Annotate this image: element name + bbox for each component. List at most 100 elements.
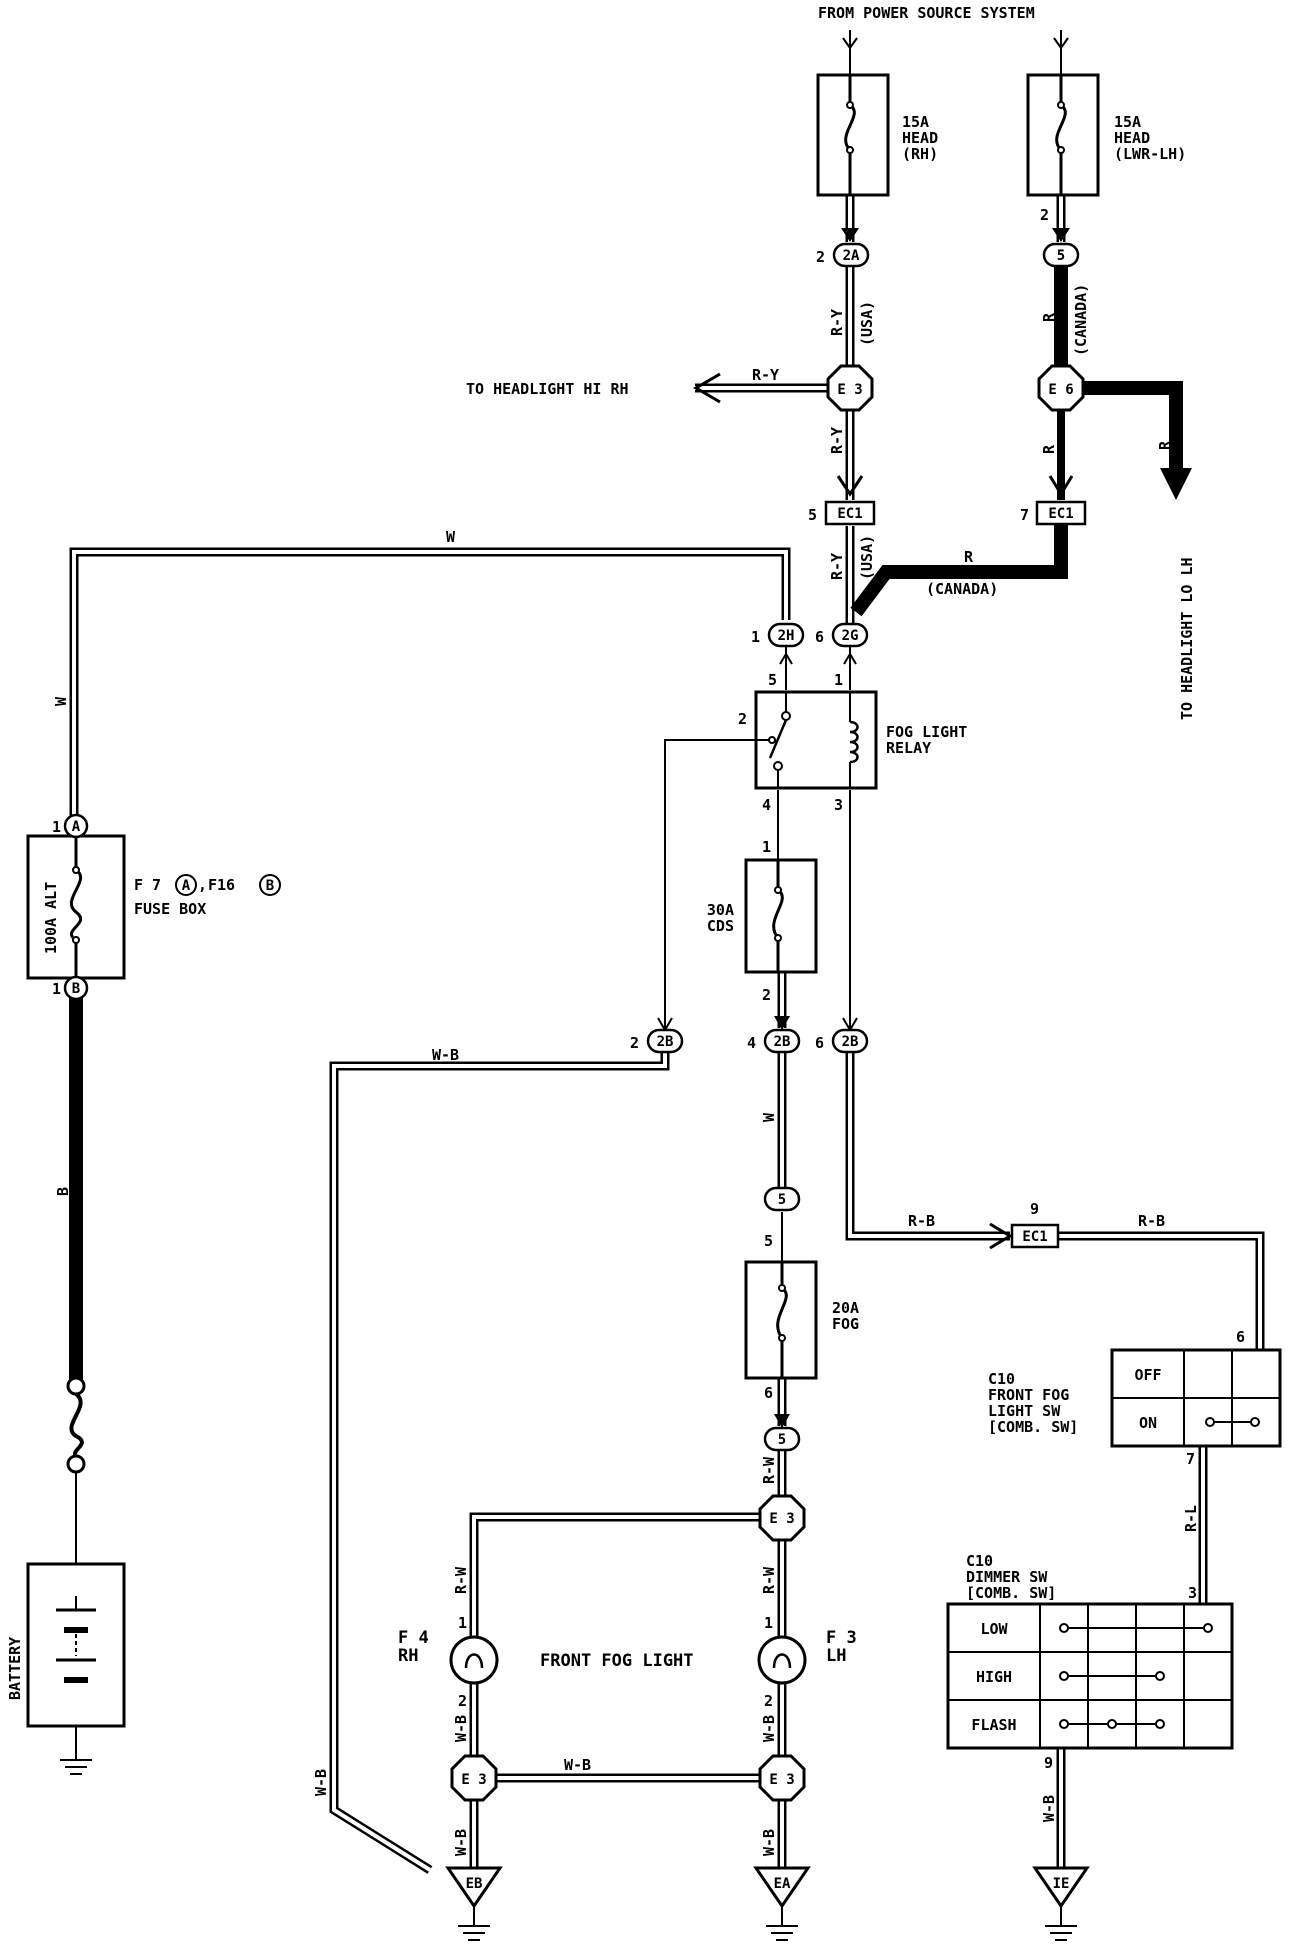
- pin-label: 5: [764, 1232, 773, 1250]
- svg-text:2G: 2G: [842, 628, 859, 644]
- wire-ry: R-Y: [752, 366, 779, 384]
- fuse-100a-alt: 100A ALT: [26, 834, 126, 980]
- wire-wb: W-B: [760, 1829, 778, 1856]
- svg-text:EB: EB: [466, 1876, 483, 1892]
- pin-label: 3: [834, 796, 843, 814]
- wire-rl: R-L: [1182, 1505, 1200, 1532]
- fog-light-lh: F 3 LH: [757, 1628, 857, 1685]
- ground-ie: IE: [1032, 1866, 1090, 1941]
- pin-label: 6: [764, 1384, 773, 1402]
- fuse-name: CDS: [707, 917, 734, 935]
- svg-text:2B: 2B: [657, 1034, 674, 1050]
- wire-r: R: [1040, 312, 1058, 322]
- wire-rw: R-W: [452, 1566, 470, 1594]
- fog-light-relay: FOG LIGHT RELAY: [754, 690, 967, 790]
- wire-ry: R-Y: [828, 309, 846, 336]
- wire-wb: W-B: [760, 1715, 778, 1742]
- connector-ec1-rb: EC1: [1010, 1223, 1060, 1249]
- wire-wb: W-B: [432, 1046, 459, 1064]
- svg-text:5: 5: [778, 1432, 786, 1448]
- svg-text:E 3: E 3: [461, 1772, 486, 1788]
- svg-text:E 3: E 3: [769, 1772, 794, 1788]
- svg-text:2B: 2B: [842, 1034, 859, 1050]
- pin-label: 2: [1040, 206, 1049, 224]
- pin-label: 1: [52, 818, 61, 836]
- wire-r: R: [1156, 440, 1174, 450]
- pin-label: 1: [764, 1614, 773, 1632]
- connector-2g: 2G: [831, 622, 869, 648]
- pin-label: 5: [768, 671, 777, 689]
- wire-r: R: [1040, 444, 1058, 454]
- dimmer-switch: LOW HIGH FLASH C10 DIMMER SW [COMB. SW]: [946, 1552, 1234, 1750]
- wire-r: R: [964, 548, 974, 566]
- connector-2b-left: 2B: [646, 1028, 684, 1054]
- pin-label: 7: [1186, 1450, 1195, 1468]
- wire-canada: (CANADA): [1072, 284, 1090, 356]
- connector-2h: 2H: [767, 622, 805, 648]
- svg-text:2A: 2A: [843, 248, 860, 264]
- junction-e3-top: E 3: [826, 364, 874, 412]
- wire-w: W: [446, 528, 456, 546]
- fuse-amp: 15A: [902, 113, 929, 131]
- fusible-link: [66, 1376, 86, 1474]
- svg-text:FUSE BOX: FUSE BOX: [134, 900, 206, 918]
- pin-label: 2: [816, 248, 825, 266]
- dimmer-l2: [COMB. SW]: [966, 1584, 1056, 1602]
- battery-label: BATTERY: [6, 1637, 24, 1700]
- fuse-15a-head-rh: 15A HEAD (RH): [816, 73, 938, 197]
- pin-label: 1: [52, 980, 61, 998]
- fuse-sub: (LWR-LH): [1114, 145, 1186, 163]
- wire-rw: R-W: [760, 1456, 778, 1484]
- pin-label: 1: [458, 1614, 467, 1632]
- pin-label: 1: [834, 671, 843, 689]
- fog-sw-l2: LIGHT SW: [988, 1402, 1061, 1420]
- light-rh-id: F 4: [398, 1628, 429, 1648]
- wire-wb: W-B: [312, 1769, 330, 1796]
- relay-line2: RELAY: [886, 739, 931, 757]
- connector-b: B: [63, 975, 89, 1001]
- dimmer-flash: FLASH: [971, 1716, 1016, 1734]
- pin-label: 2: [738, 710, 747, 728]
- wire-ry: R-Y: [828, 427, 846, 454]
- switch-off: OFF: [1134, 1366, 1161, 1384]
- fuse-amp: 20A: [832, 1299, 859, 1317]
- dest-headlight-lo-lh: TO HEADLIGHT LO LH: [1178, 557, 1196, 720]
- dimmer-high: HIGH: [976, 1668, 1012, 1686]
- connector-5-low: 5: [763, 1426, 801, 1452]
- wire-canada: (CANADA): [926, 580, 998, 598]
- fuse-sub: (RH): [902, 145, 938, 163]
- power-source-arrows: [842, 30, 1069, 75]
- pin-label: 5: [808, 506, 817, 524]
- fog-light-rh: F 4 RH: [398, 1628, 499, 1685]
- connector-ec1-canada: EC1: [1035, 500, 1087, 526]
- fog-sw-id: C10: [988, 1370, 1015, 1388]
- switch-on: ON: [1139, 1414, 1157, 1432]
- pin-label: 4: [747, 1034, 756, 1052]
- connector-2b-right: 2B: [831, 1028, 869, 1054]
- fuse-30a-cds: 30A CDS: [707, 858, 818, 974]
- dimmer-low: LOW: [980, 1620, 1008, 1638]
- junction-e6: E 6: [1037, 364, 1085, 412]
- wire-wb: W-B: [1040, 1795, 1058, 1822]
- connector-2a: 2A: [832, 242, 870, 268]
- svg-text:E 6: E 6: [1048, 382, 1073, 398]
- fuse-name: FOG: [832, 1315, 859, 1333]
- svg-text:A: A: [182, 878, 191, 894]
- svg-text:B: B: [266, 878, 274, 894]
- junction-e3-low-left: E 3: [450, 1754, 498, 1802]
- svg-text:,: ,: [198, 876, 207, 894]
- pin-label: 3: [1188, 1584, 1197, 1602]
- fuse-amp: 15A: [1114, 113, 1141, 131]
- connector-5-mid: 5: [763, 1186, 801, 1212]
- svg-text:A: A: [72, 819, 81, 835]
- svg-text:EA: EA: [774, 1876, 791, 1892]
- wire-usa: (USA): [858, 535, 876, 580]
- alt-label: 100A ALT: [42, 882, 60, 954]
- wire-wb: W-B: [452, 1829, 470, 1856]
- light-lh-label: LH: [826, 1646, 846, 1666]
- svg-text:EC1: EC1: [1022, 1229, 1047, 1245]
- connector-5-top: 5: [1042, 242, 1080, 268]
- ground-eb: EB: [445, 1866, 503, 1941]
- svg-text:5: 5: [778, 1192, 786, 1208]
